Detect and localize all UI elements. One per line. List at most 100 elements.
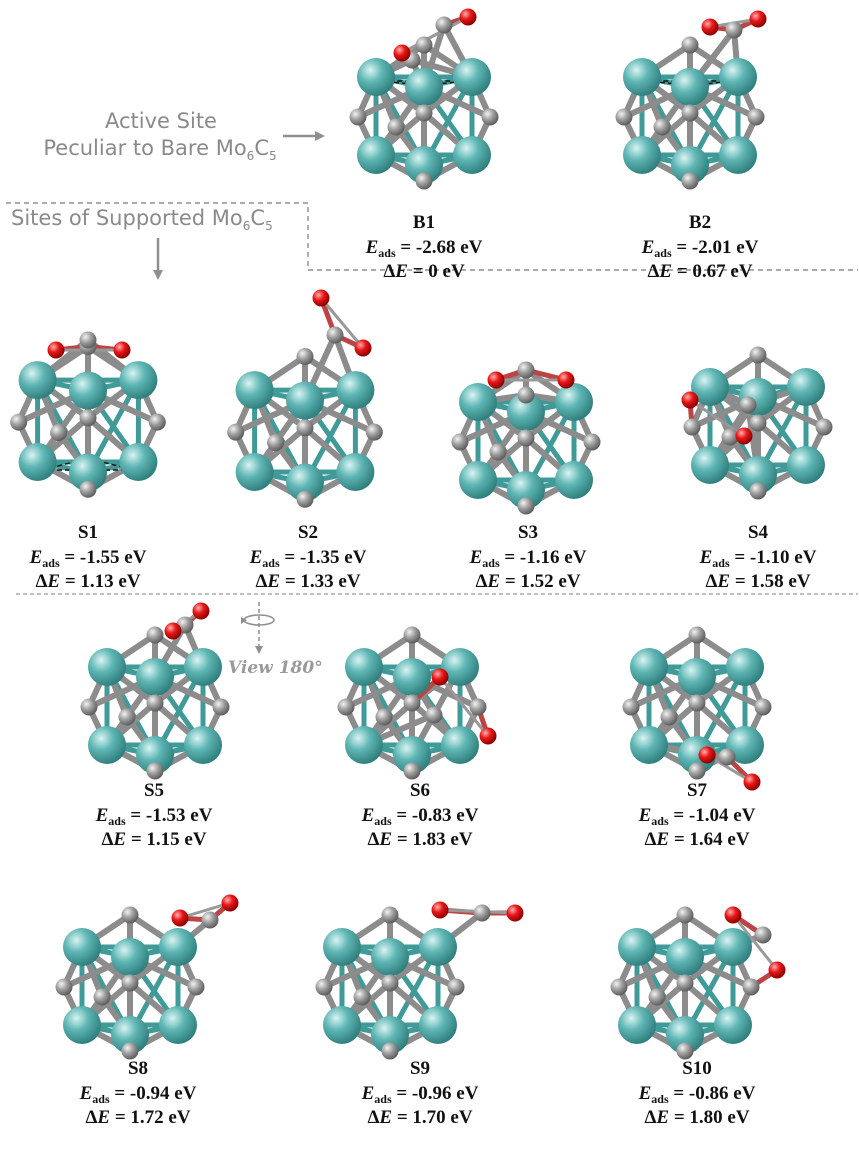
mo-atom bbox=[371, 938, 409, 976]
c-atom bbox=[435, 16, 453, 34]
delta-e-value: ΔE = 0.67 eV bbox=[647, 261, 752, 282]
site-id: S4 bbox=[748, 522, 769, 543]
c-atom bbox=[10, 413, 28, 431]
cluster-b1 bbox=[349, 8, 499, 190]
c-atom bbox=[118, 708, 136, 726]
mo-atom bbox=[18, 361, 57, 400]
cluster-s9 bbox=[315, 901, 524, 1060]
mo-atom bbox=[18, 443, 57, 481]
mo-atom bbox=[111, 1016, 149, 1054]
cluster-s4 bbox=[681, 346, 833, 500]
eads-value: Eads = -1.55 eV bbox=[29, 547, 147, 570]
eads-value: Eads = -1.35 eV bbox=[249, 547, 367, 570]
mo-atom bbox=[618, 1006, 656, 1044]
mo-atom bbox=[336, 453, 375, 491]
delta-e-value: ΔE = 1.83 eV bbox=[367, 829, 472, 850]
c-atom bbox=[718, 748, 736, 766]
mo-atom bbox=[666, 938, 704, 976]
c-atom bbox=[660, 708, 678, 726]
o-atom bbox=[393, 44, 411, 62]
o-atom bbox=[557, 371, 575, 389]
c-atom bbox=[747, 108, 765, 126]
cluster-s2 bbox=[227, 289, 383, 508]
mo-atom bbox=[69, 453, 107, 492]
active-site-subtitle: Peculiar to Bare Mo6C5 bbox=[43, 136, 276, 163]
c-atom bbox=[415, 36, 433, 54]
c-atom bbox=[451, 433, 469, 451]
mo-atom bbox=[623, 136, 661, 174]
c-atom bbox=[676, 906, 694, 924]
delta-e-value: ΔE = 1.64 eV bbox=[644, 829, 749, 850]
o-atom bbox=[113, 341, 131, 359]
c-atom bbox=[146, 694, 164, 712]
c-atom bbox=[681, 172, 699, 190]
c-atom bbox=[754, 926, 772, 944]
c-atom bbox=[415, 104, 433, 122]
cluster-s8 bbox=[55, 894, 239, 1060]
mo-atom bbox=[184, 648, 222, 686]
c-atom bbox=[681, 104, 699, 122]
cluster-s6 bbox=[337, 626, 497, 780]
delta-e-value: ΔE = 1.52 eV bbox=[475, 571, 580, 592]
c-atom bbox=[749, 414, 767, 432]
rotate-view-icon bbox=[241, 602, 275, 654]
mo-atom bbox=[371, 1016, 409, 1054]
delta-e-value: ΔE = 1.33 eV bbox=[255, 571, 360, 592]
c-atom bbox=[55, 978, 73, 996]
c-atom bbox=[79, 409, 97, 427]
site-id: S2 bbox=[298, 522, 318, 543]
eads-value: Eads = -0.96 eV bbox=[361, 1083, 479, 1106]
c-atom bbox=[517, 386, 535, 404]
mo-atom bbox=[323, 1006, 361, 1044]
c-atom bbox=[146, 762, 164, 780]
mo-atom bbox=[555, 383, 593, 421]
site-id: S9 bbox=[410, 1058, 430, 1079]
c-atom bbox=[622, 698, 640, 716]
c-atom bbox=[583, 433, 601, 451]
mo-atom bbox=[119, 361, 158, 400]
mo-atom bbox=[88, 726, 126, 764]
delta-e-value: ΔE = 1.13 eV bbox=[35, 571, 140, 592]
mo-atom bbox=[630, 648, 668, 686]
mo-atom bbox=[405, 68, 443, 106]
c-atom bbox=[688, 694, 706, 712]
o-atom bbox=[221, 894, 239, 912]
c-atom bbox=[754, 698, 772, 716]
c-atom bbox=[517, 429, 535, 447]
c-atom bbox=[79, 331, 97, 349]
c-atom bbox=[365, 423, 383, 441]
c-atom bbox=[187, 978, 205, 996]
cluster-s5 bbox=[80, 602, 230, 780]
c-atom bbox=[227, 423, 245, 441]
cluster-s7 bbox=[622, 626, 772, 791]
site-id: S6 bbox=[410, 780, 430, 801]
eads-value: Eads = -0.94 eV bbox=[79, 1083, 197, 1106]
mo-atom bbox=[393, 658, 431, 696]
mo-atom bbox=[184, 726, 222, 764]
o-atom bbox=[47, 341, 65, 359]
cluster-s10 bbox=[610, 906, 786, 1060]
mo-atom bbox=[136, 658, 174, 696]
mo-atom bbox=[507, 393, 545, 431]
c-atom bbox=[725, 21, 743, 39]
o-atom bbox=[192, 602, 210, 620]
c-atom bbox=[93, 988, 111, 1006]
o-atom bbox=[479, 727, 497, 745]
rotation-label: View 180° bbox=[228, 658, 323, 678]
mo-atom bbox=[441, 648, 479, 686]
o-atom bbox=[459, 8, 477, 26]
mo-atom bbox=[286, 463, 324, 502]
delta-e-value: ΔE = 1.15 eV bbox=[101, 829, 206, 850]
eads-value: Eads = -2.68 eV bbox=[365, 237, 483, 260]
c-atom bbox=[615, 108, 633, 126]
c-atom bbox=[653, 118, 671, 136]
mo-atom bbox=[159, 928, 197, 966]
c-atom bbox=[681, 36, 699, 54]
